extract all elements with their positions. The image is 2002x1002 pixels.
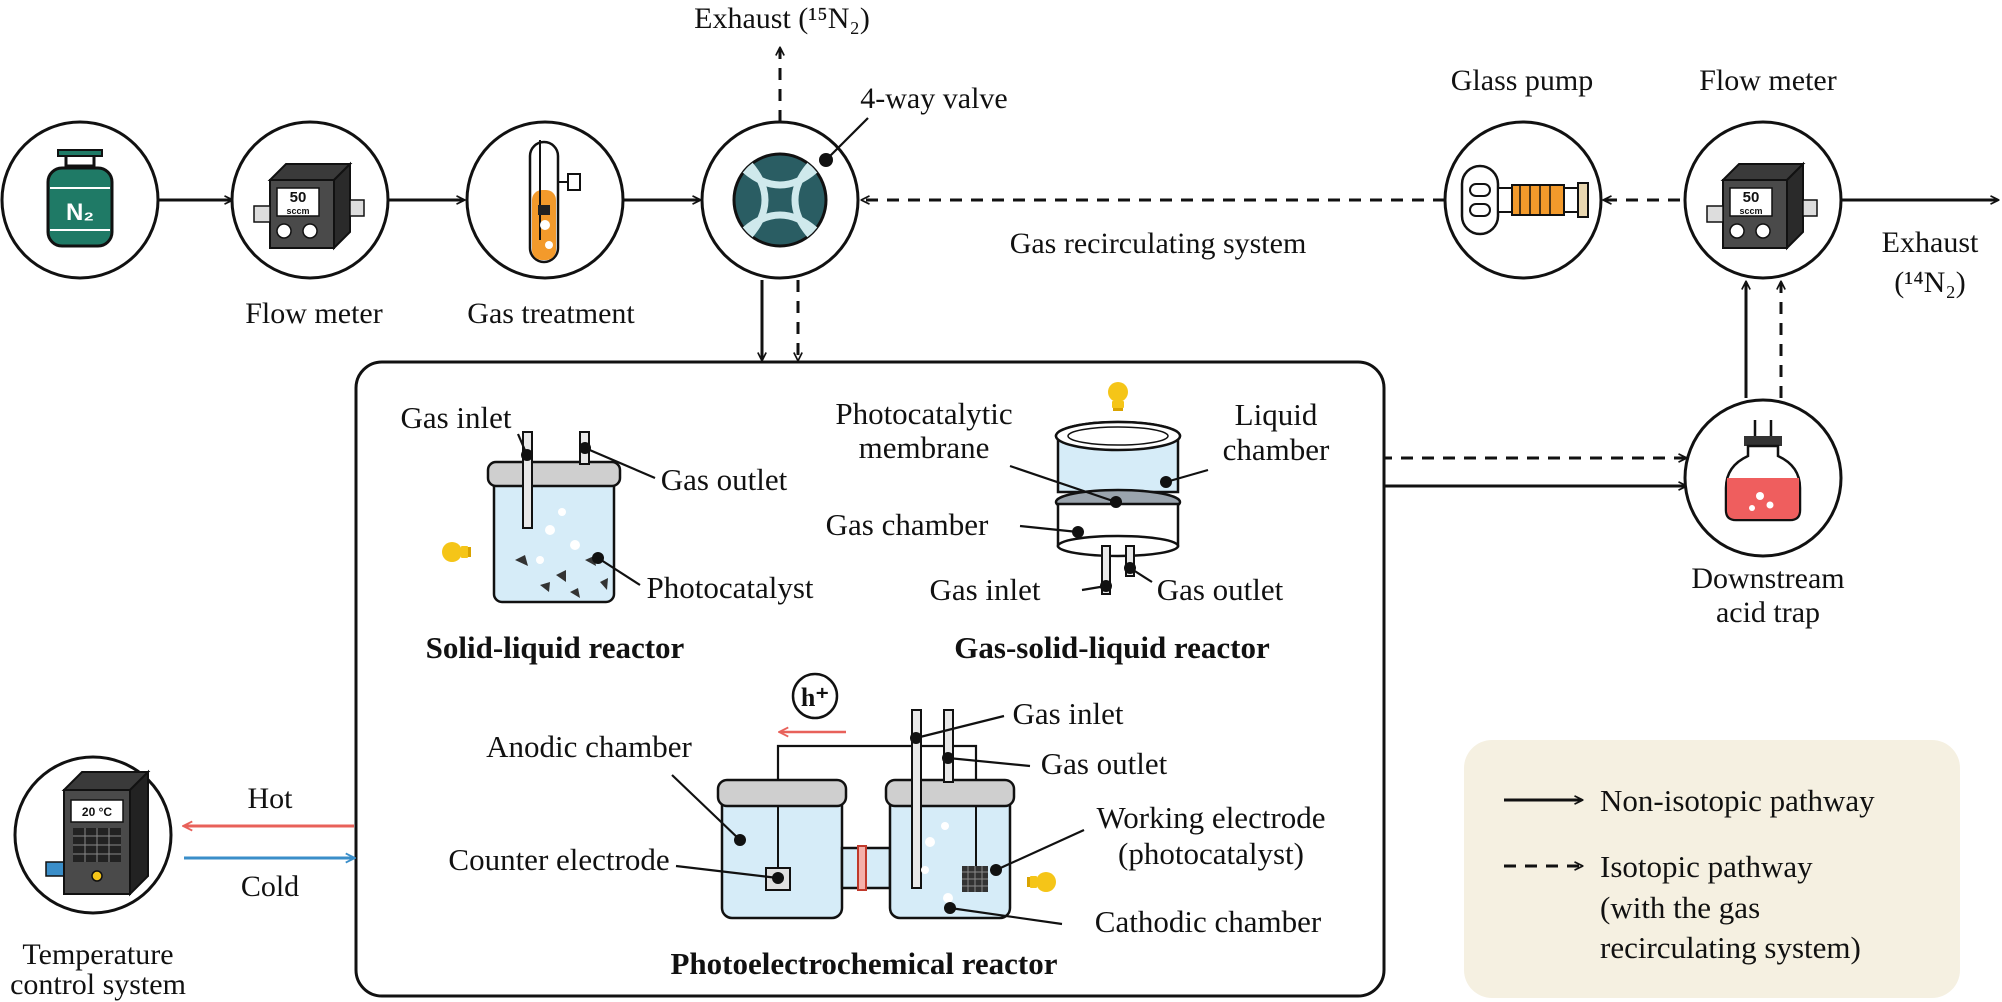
gsl-gas-inlet-label: Gas inlet xyxy=(929,572,1040,607)
temp-label-1: Temperature xyxy=(22,938,173,971)
hole-label: h⁺ xyxy=(801,683,829,712)
exhaust-right-label-2: (¹⁴N₂) xyxy=(1894,266,1966,299)
pec-gas-outlet-label: Gas outlet xyxy=(1041,746,1168,781)
gsl-membrane-label-1: Photocatalytic xyxy=(835,396,1012,431)
acid-trap-label-1: Downstream xyxy=(1691,562,1844,595)
thermo-value: 20 °C xyxy=(82,805,112,819)
pec-title: Photoelectrochemical reactor xyxy=(670,946,1057,981)
valve-label: 4-way valve xyxy=(860,82,1007,115)
temperature-control-node: 20 °C xyxy=(13,755,173,915)
gas-treatment-node xyxy=(465,120,625,280)
gas-solid-liquid-title: Gas-solid-liquid reactor xyxy=(954,630,1270,665)
sl-gas-inlet-label: Gas inlet xyxy=(400,400,511,435)
gas-treatment-label: Gas treatment xyxy=(467,297,635,330)
legend-dashed-label-2: (with the gas xyxy=(1600,890,1760,925)
sl-gas-outlet-label: Gas outlet xyxy=(661,462,788,497)
gas-wash-bottle-icon xyxy=(528,140,581,264)
solid-liquid-reactor xyxy=(442,431,656,604)
sl-photocatalyst-label: Photocatalyst xyxy=(646,570,813,605)
gsl-liquid-label-2: chamber xyxy=(1223,432,1330,467)
meter-value: 50 xyxy=(290,189,307,206)
meter-value: 50 xyxy=(1743,189,1760,206)
photoelectrochemical-reactor: h⁺ xyxy=(671,672,1085,926)
n2-cylinder-node: N₂ xyxy=(0,120,160,280)
flow-meter-left-node: 50 sccm xyxy=(230,120,390,280)
meter-unit: sccm xyxy=(286,206,309,216)
exhaust-right-label-1: Exhaust xyxy=(1882,226,1979,259)
pec-anodic-label: Anodic chamber xyxy=(486,729,692,764)
gas-solid-liquid-reactor xyxy=(1009,382,1209,595)
meter-unit: sccm xyxy=(1739,206,1762,216)
pec-counter-label: Counter electrode xyxy=(448,842,669,877)
gsl-membrane-label-2: membrane xyxy=(859,430,990,465)
legend-dashed-label-1: Isotopic pathway xyxy=(1600,849,1813,884)
hot-label: Hot xyxy=(248,782,294,815)
valve-icon xyxy=(732,152,828,248)
legend-solid-label: Non-isotopic pathway xyxy=(1600,783,1875,818)
gas-recirculating-label: Gas recirculating system xyxy=(1010,227,1307,260)
pec-working-label-2: (photocatalyst) xyxy=(1118,836,1304,871)
four-way-valve-node xyxy=(700,117,869,280)
gas-cylinder-icon: N₂ xyxy=(46,149,114,248)
flow-meter-right-label: Flow meter xyxy=(1699,64,1836,97)
gsl-gas-chamber-label: Gas chamber xyxy=(826,507,989,542)
gsl-gas-outlet-label: Gas outlet xyxy=(1157,572,1284,607)
thermostat-icon: 20 °C xyxy=(45,769,151,897)
pec-gas-inlet-label: Gas inlet xyxy=(1012,696,1123,731)
acid-flask-icon xyxy=(1724,420,1802,522)
gsl-liquid-label-1: Liquid xyxy=(1235,397,1318,432)
legend-dashed-label-3: recirculating system) xyxy=(1600,930,1861,965)
acid-trap-label-2: acid trap xyxy=(1716,596,1820,629)
acid-trap-node xyxy=(1683,398,1843,558)
flow-meter-left-label: Flow meter xyxy=(245,297,382,330)
flow-meter-right-node: 50 sccm xyxy=(1683,120,1843,280)
glass-pump-node xyxy=(1443,120,1603,280)
legend xyxy=(1464,740,1960,998)
exhaust-top-label: Exhaust (¹⁵N₂) xyxy=(694,2,870,35)
glass-pump-label: Glass pump xyxy=(1451,64,1594,97)
flow-meter-icon: 50 sccm xyxy=(1706,163,1818,249)
flow-meter-icon: 50 sccm xyxy=(253,163,365,249)
temp-label-2: control system xyxy=(10,968,186,1001)
pec-working-label-1: Working electrode xyxy=(1096,800,1325,835)
pump-icon xyxy=(1460,164,1589,236)
solid-liquid-title: Solid-liquid reactor xyxy=(426,630,685,665)
pec-cathodic-label: Cathodic chamber xyxy=(1095,904,1322,939)
cylinder-label: N₂ xyxy=(66,199,94,226)
cold-label: Cold xyxy=(241,870,299,903)
